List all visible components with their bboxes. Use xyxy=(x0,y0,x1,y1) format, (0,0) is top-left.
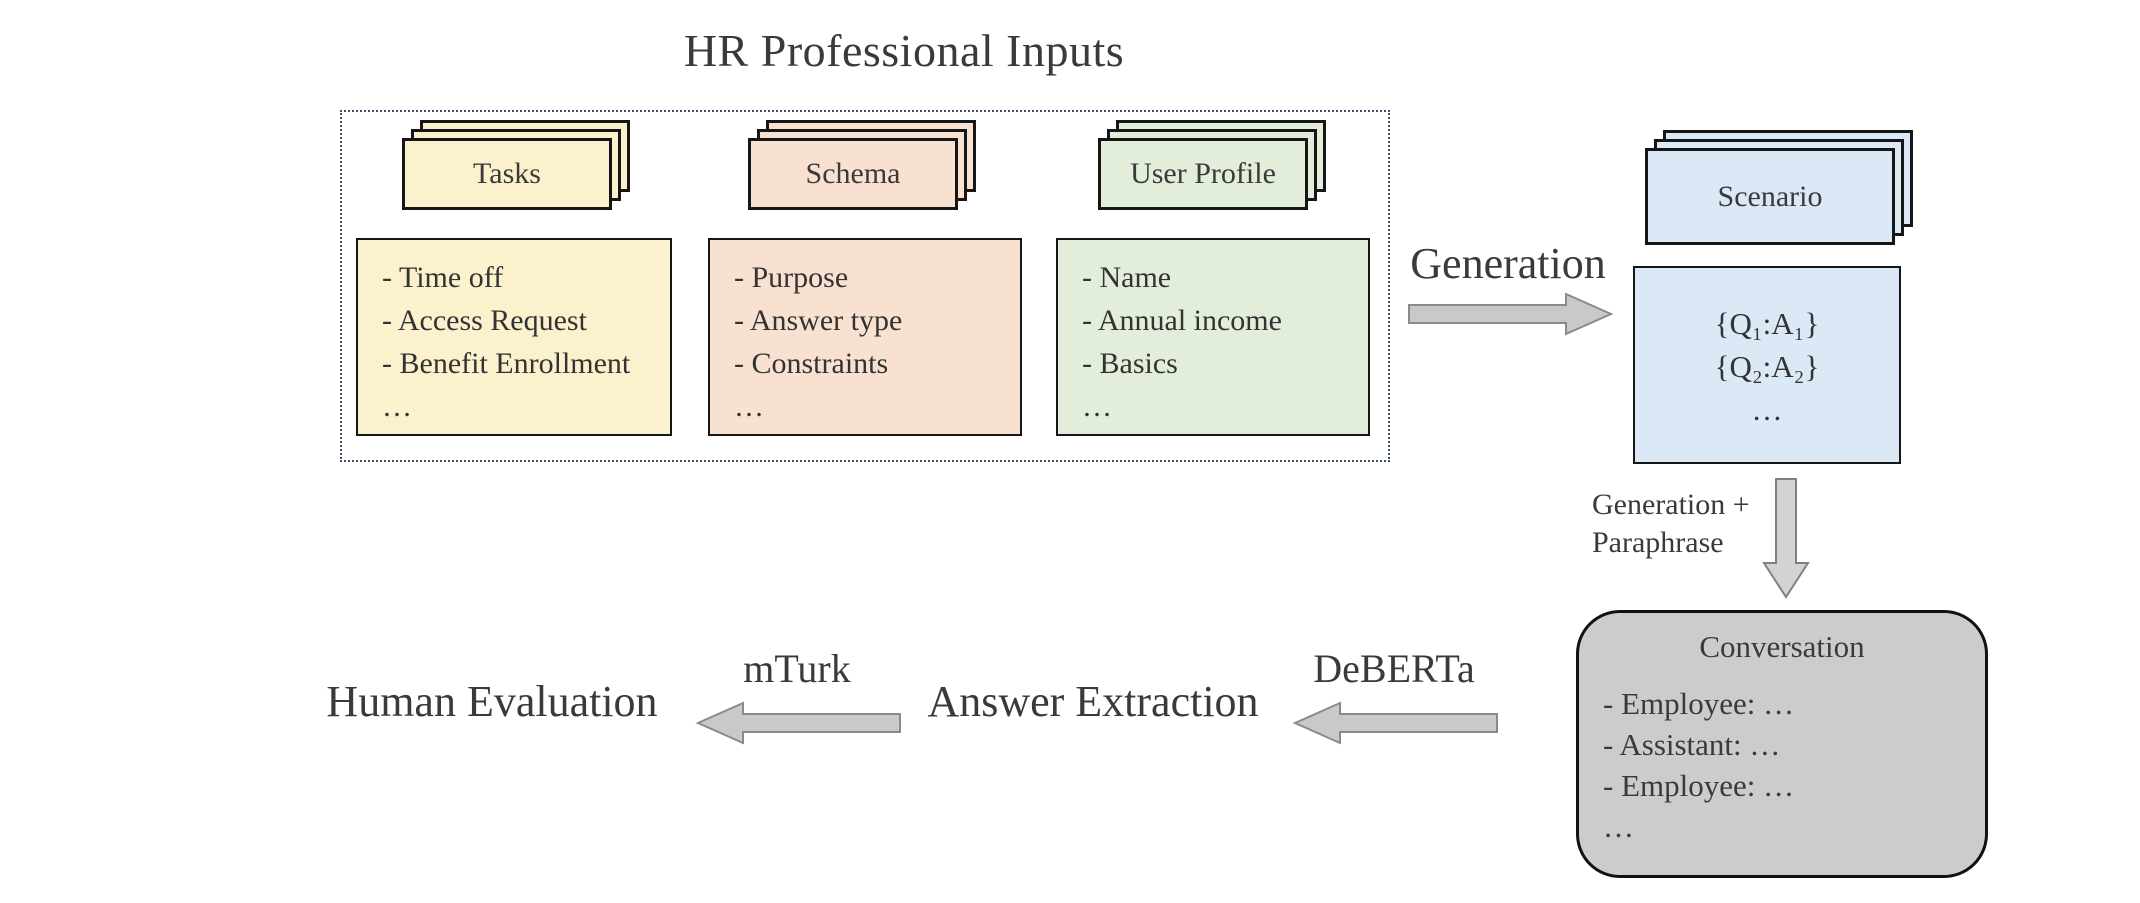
user-profile-card-label: User Profile xyxy=(1130,157,1276,190)
answer-extraction-label: Answer Extraction xyxy=(927,677,1259,726)
conversation-title: Conversation xyxy=(1699,629,1865,664)
tasks-card-stack: Tasks xyxy=(402,120,630,210)
hr-inputs-group-border xyxy=(340,110,1390,462)
scenario-card-label: Scenario xyxy=(1717,179,1823,213)
conversation-turn: - Employee: … xyxy=(1603,686,1795,721)
schema-item: - Answer type xyxy=(734,304,903,337)
generation-paraphrase-label: Generation + Paraphrase xyxy=(1592,486,1782,562)
user-profile-card: User Profile xyxy=(1098,138,1308,210)
tasks-item: … xyxy=(382,390,412,423)
conversation-turn: … xyxy=(1603,809,1634,844)
user-profile-item: - Name xyxy=(1082,261,1172,294)
qa-pair: {Q₂:A₂} xyxy=(1714,349,1820,384)
scenario-card-stack: Scenario xyxy=(1645,130,1913,245)
schema-item: - Purpose xyxy=(734,261,849,294)
generation-paraphrase-line2: Paraphrase xyxy=(1592,526,1724,559)
tasks-card: Tasks xyxy=(402,138,612,210)
schema-item: - Constraints xyxy=(734,347,889,380)
paraphrase-down-arrow-icon xyxy=(1762,478,1810,599)
user-profile-item: - Basics xyxy=(1082,347,1178,380)
conversation-turn: - Assistant: … xyxy=(1603,727,1781,762)
conversation-lines: - Employee: … - Assistant: … - Employee:… xyxy=(1579,665,1985,847)
tasks-item: - Time off xyxy=(382,261,504,294)
schema-card: Schema xyxy=(748,138,958,210)
tasks-detail-box: - Time off - Access Request - Benefit En… xyxy=(356,238,672,436)
schema-item: … xyxy=(734,390,764,423)
deberta-arrow-icon xyxy=(1292,701,1498,745)
user-profile-card-stack: User Profile xyxy=(1098,120,1326,210)
generation-paraphrase-line1: Generation + xyxy=(1592,488,1750,521)
mturk-label: mTurk xyxy=(743,646,851,691)
tasks-card-label: Tasks xyxy=(473,157,541,190)
scenario-card: Scenario xyxy=(1645,148,1895,245)
generation-arrow-icon xyxy=(1408,292,1614,336)
generation-label: Generation xyxy=(1410,239,1606,288)
mturk-arrow-icon xyxy=(695,701,901,745)
conversation-box: Conversation - Employee: … - Assistant: … xyxy=(1576,610,1988,878)
schema-detail-box: - Purpose - Answer type - Constraints … xyxy=(708,238,1022,436)
tasks-item: - Access Request xyxy=(382,304,587,337)
user-profile-item: … xyxy=(1082,390,1112,423)
qa-pairs-box: {Q₁:A₁} {Q₂:A₂} … xyxy=(1633,266,1901,464)
schema-card-stack: Schema xyxy=(748,120,976,210)
user-profile-detail-box: - Name - Annual income - Basics … xyxy=(1056,238,1370,436)
tasks-item: - Benefit Enrollment xyxy=(382,347,631,380)
conversation-turn: - Employee: … xyxy=(1603,768,1795,803)
deberta-label: DeBERTa xyxy=(1313,646,1475,691)
schema-card-label: Schema xyxy=(805,157,901,190)
human-evaluation-label: Human Evaluation xyxy=(326,677,658,726)
qa-pair: … xyxy=(1751,392,1783,427)
diagram-title: HR Professional Inputs xyxy=(683,25,1125,76)
user-profile-item: - Annual income xyxy=(1082,304,1282,337)
qa-pair: {Q₁:A₁} xyxy=(1714,306,1820,341)
